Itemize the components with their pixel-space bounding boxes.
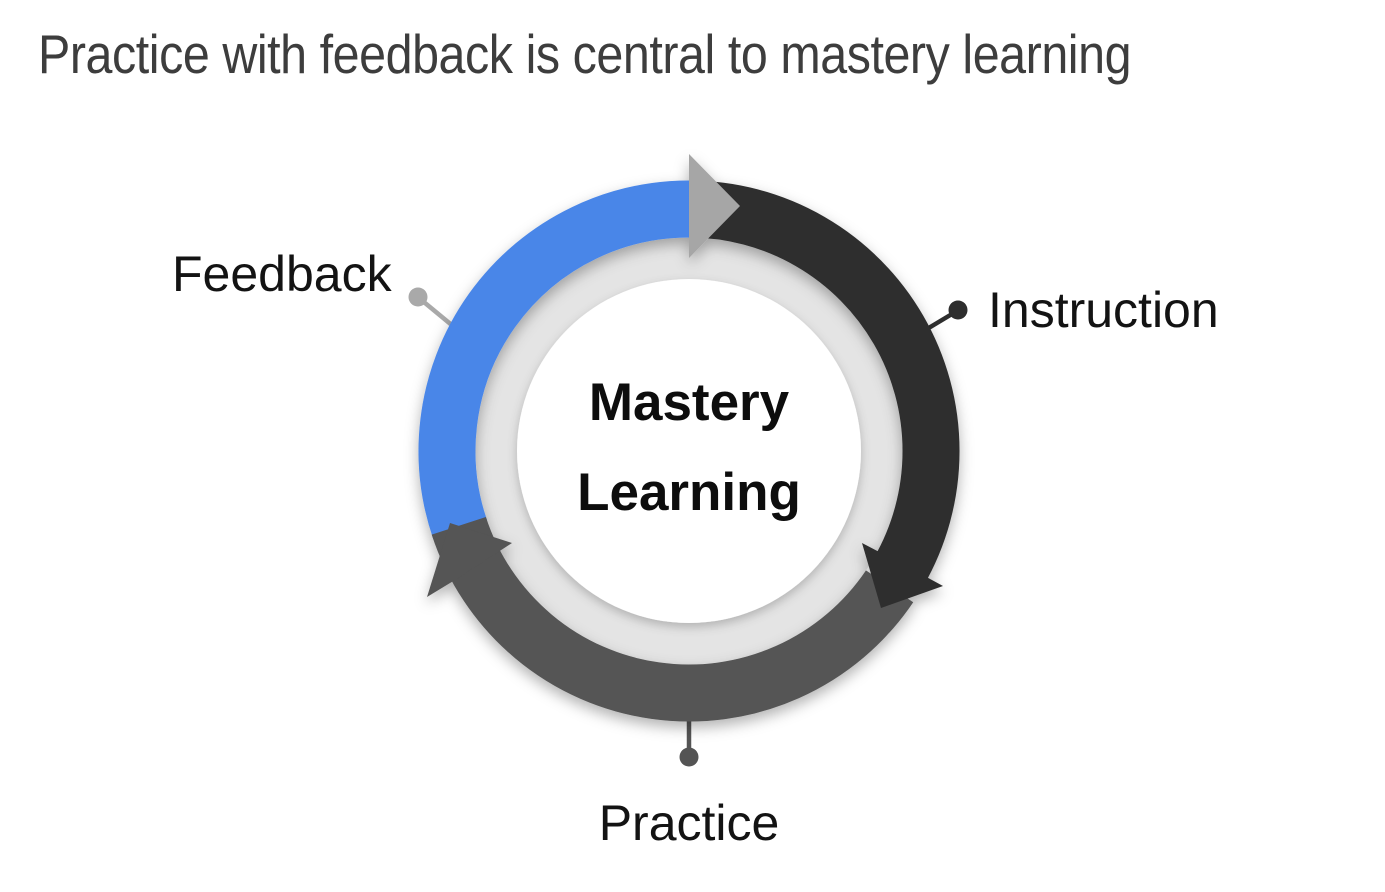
center-circle	[517, 279, 861, 623]
center-label-line2: Learning	[577, 463, 801, 522]
instruction-connector-dot	[948, 300, 968, 320]
feedback-label: Feedback	[172, 246, 392, 302]
practice-to-feedback-arrow-icon	[427, 523, 512, 597]
center-label: Mastery Learning	[489, 358, 889, 538]
instruction-label: Instruction	[988, 282, 1219, 338]
segment-instruction-arc	[688, 180, 960, 587]
practice-label: Practice	[598, 795, 780, 851]
page-title: Practice with feedback is central to mas…	[38, 23, 1132, 85]
feedback-to-instruction-arrow-icon	[689, 154, 740, 258]
feedback-connector-dot	[408, 287, 428, 307]
segment-practice-arc	[431, 516, 914, 722]
center-label-line1: Mastery	[588, 373, 790, 432]
practice-connector-dot	[679, 747, 699, 767]
segment-feedback-arc	[418, 180, 690, 540]
instruction-to-practice-arrow-icon	[862, 543, 943, 608]
